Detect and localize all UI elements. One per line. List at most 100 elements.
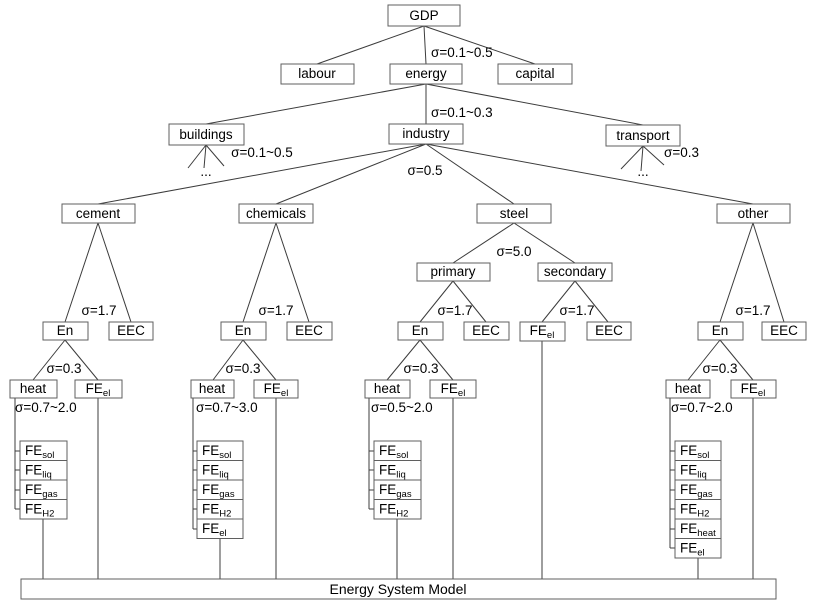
sigma-other-heat-label: σ=0.7~2.0	[671, 400, 733, 415]
node-cement: cement	[61, 203, 136, 224]
sigma-other-en-label: σ=0.3	[703, 361, 738, 376]
node-primary-en: En	[397, 321, 444, 341]
node-cement-fe-el: FEel	[74, 379, 123, 399]
node-buildings-label: buildings	[179, 127, 233, 142]
edges-secondary-children	[541, 280, 609, 323]
node-other-fe-el-box	[730, 379, 777, 399]
edges-gdp-children	[316, 25, 536, 65]
node-other-label: other	[738, 206, 769, 221]
node-buildings-box	[168, 123, 245, 146]
node-other-en-box	[697, 321, 744, 341]
node-labour-label: labour	[298, 66, 336, 81]
node-other-fe-el-label: FEel	[741, 381, 766, 399]
node-secondary-fe-el-box	[519, 321, 566, 342]
stack-other-fe-sol-label: FEsol	[680, 443, 709, 461]
node-secondary-label: secondary	[544, 264, 607, 279]
node-chemicals-fe-el-label: FEel	[264, 381, 289, 399]
bracket-cement-heat	[14, 398, 20, 510]
stack-steel-fe-h2-label: FEH2	[379, 502, 408, 520]
node-primary-heat: heat	[364, 379, 411, 399]
stack-chemicals-fe-sol-label: FEsol	[202, 443, 231, 461]
node-chemicals-heat-box	[190, 379, 235, 399]
edges-other-children	[719, 222, 785, 323]
sigma-transport-label: σ=0.3	[664, 145, 699, 160]
node-secondary-eec-box	[586, 321, 632, 341]
node-steel-box	[476, 203, 552, 224]
node-cement-box	[61, 203, 136, 224]
node-primary-eec: EEC	[463, 321, 510, 341]
node-chemicals-eec: EEC	[286, 321, 333, 341]
edges-primary-en-children	[386, 339, 454, 381]
node-chemicals-fe-el-box	[253, 379, 299, 399]
node-other-box	[716, 203, 791, 224]
node-primary-label: primary	[430, 264, 475, 279]
stack-other-fe-liq-label: FEliq	[680, 463, 707, 481]
node-chemicals-box	[238, 203, 314, 224]
sigma-primary-en-label: σ=0.3	[404, 361, 439, 376]
node-primary-eec-label: EEC	[472, 323, 500, 338]
sigma-steel-label: σ=5.0	[497, 244, 532, 259]
node-capital-box	[497, 63, 573, 85]
sigma-energy-label: σ=0.1~0.3	[431, 105, 493, 120]
stack-chemicals-fe-liq-label: FEliq	[202, 463, 229, 481]
node-chemicals-en-label: En	[235, 323, 252, 338]
fan-buildings	[187, 144, 225, 169]
energy-system-model-label: Energy System Model	[330, 581, 467, 597]
node-chemicals-heat-label: heat	[199, 381, 226, 396]
drops-to-energy-system-model	[42, 341, 754, 579]
edges-cement-en-children	[32, 339, 99, 381]
node-other-eec-box	[761, 321, 807, 341]
edges-other-en-children	[687, 339, 754, 381]
node-secondary: secondary	[537, 262, 613, 282]
stack-other-fe-el-box	[674, 538, 722, 559]
edges-energy-children	[205, 83, 644, 126]
node-secondary-eec-label: EEC	[595, 323, 623, 338]
node-transport: transport	[605, 124, 681, 147]
node-gdp-box	[387, 4, 461, 27]
node-chemicals-fe-el: FEel	[253, 379, 299, 399]
stack-chemicals-fe-el-label: FEel	[202, 521, 227, 539]
node-cement-heat-label: heat	[20, 381, 47, 396]
node-secondary-eec: EEC	[586, 321, 632, 341]
stack-other-fe-gas-label: FEgas	[680, 482, 713, 500]
node-energy-label: energy	[405, 66, 447, 81]
sigma-chemicals-label: σ=1.7	[259, 303, 294, 318]
node-chemicals-label: chemicals	[246, 206, 306, 221]
stack-cement-fe-h2-box	[19, 499, 68, 520]
node-primary-heat-box	[364, 379, 411, 399]
stack-chemicals-fe-gas-label: FEgas	[202, 482, 235, 500]
node-transport-label: transport	[616, 128, 670, 143]
ellipsis-buildings: ...	[200, 164, 211, 179]
node-steel: steel	[476, 203, 552, 224]
sigma-cement-label: σ=1.7	[82, 303, 117, 318]
stack-other-fe-el-label: FEel	[680, 541, 705, 559]
node-cement-eec-label: EEC	[117, 323, 145, 338]
edges-industry-children	[97, 143, 754, 205]
stack-steel-fe-sol-label: FEsol	[379, 443, 408, 461]
node-energy-box	[389, 63, 463, 85]
stack-other-fe-heat-label: FEheat	[680, 521, 716, 539]
sigma-cement-heat-label: σ=0.7~2.0	[15, 400, 77, 415]
node-buildings: buildings	[168, 123, 245, 146]
node-primary-fe-el-box	[429, 379, 477, 399]
sigma-chemicals-heat-label: σ=0.7~3.0	[196, 400, 258, 415]
stack-other: FEsol FEliq FEgas FEH2 FEheat FEel	[674, 440, 722, 559]
node-primary-box	[416, 262, 491, 282]
edges-steel-children	[452, 222, 576, 264]
edges-cement-children	[64, 222, 132, 323]
stack-steel: FEsol FEliq FEgas FEH2	[373, 440, 422, 520]
node-chemicals-heat: heat	[190, 379, 235, 399]
stack-steel-fe-gas-label: FEgas	[379, 482, 412, 500]
bracket-other-heat	[669, 398, 675, 549]
node-chemicals-eec-label: EEC	[295, 323, 323, 338]
node-other-heat-label: heat	[675, 381, 702, 396]
node-energy: energy	[389, 63, 463, 85]
node-transport-box	[605, 124, 681, 147]
node-cement-en: En	[42, 321, 89, 341]
stack-cement: FEsol FEliq FEgas FEH2	[19, 440, 68, 520]
stack-chemicals: FEsol FEliq FEgas FEH2 FEel	[196, 440, 244, 539]
node-primary-eec-box	[463, 321, 510, 341]
edges-primary-children	[419, 280, 487, 323]
node-other: other	[716, 203, 791, 224]
